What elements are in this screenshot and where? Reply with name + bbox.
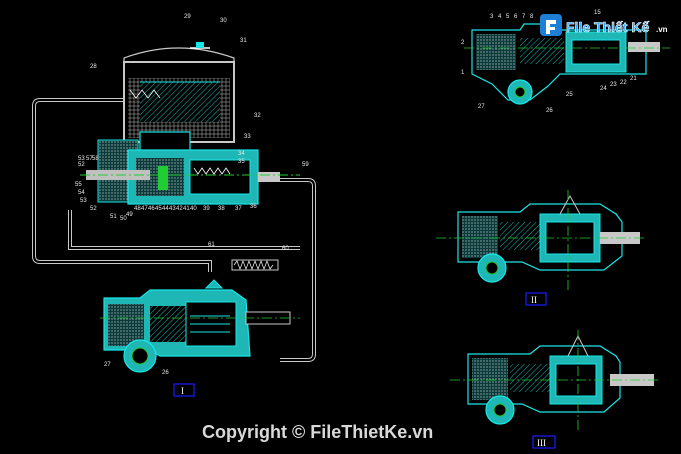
callouts-section-I: 29 30 31 28 32 33 34 35 36 37 38 39 53 5… bbox=[75, 14, 309, 376]
callout: 50 bbox=[120, 216, 127, 222]
callout: 23 bbox=[610, 82, 617, 88]
callout: 22 bbox=[620, 80, 627, 86]
callout: 2 bbox=[461, 40, 465, 46]
callout: 53 bbox=[80, 198, 87, 204]
callout: 52 bbox=[78, 162, 85, 168]
callout: 45 bbox=[155, 206, 162, 212]
callout: 26 bbox=[162, 370, 169, 376]
callout: 48 bbox=[134, 206, 141, 212]
callout: 8 bbox=[530, 14, 534, 20]
section-label-I: I bbox=[173, 383, 195, 397]
callout: 49 bbox=[126, 212, 133, 218]
callout: 54 bbox=[78, 190, 85, 196]
svg-text:I: I bbox=[181, 386, 184, 396]
callout: 1 bbox=[461, 70, 465, 76]
section-label-II: II bbox=[525, 292, 547, 306]
callout: 55 bbox=[75, 182, 82, 188]
callout: 44 bbox=[162, 206, 169, 212]
callout: 40 bbox=[190, 206, 197, 212]
callout: 47 bbox=[141, 206, 148, 212]
brand-logo: File Thiết Kế .vn bbox=[540, 14, 668, 36]
oil-reservoir bbox=[123, 42, 235, 143]
callout: 34 bbox=[238, 151, 245, 157]
steering-gearbox-section-II: II bbox=[436, 190, 646, 306]
callout: 61 bbox=[208, 242, 215, 248]
callout: 39 bbox=[203, 206, 210, 212]
callout: 27 bbox=[478, 104, 485, 110]
svg-text:II: II bbox=[531, 295, 537, 305]
callout: 5 bbox=[506, 14, 510, 20]
callout: 15 bbox=[594, 10, 601, 16]
brand-title: File Thiết Kế bbox=[566, 19, 649, 35]
callout: 58 bbox=[92, 156, 99, 162]
hydraulic-circuit-section-I: 29 30 31 28 32 33 34 35 36 37 38 39 53 5… bbox=[32, 14, 316, 397]
callout: 24 bbox=[600, 86, 607, 92]
callout: 30 bbox=[220, 18, 227, 24]
callout: 57 bbox=[86, 156, 93, 162]
callout: 4 bbox=[498, 14, 502, 20]
callout: 42 bbox=[176, 206, 183, 212]
callout: 28 bbox=[90, 64, 97, 70]
callout: 7 bbox=[522, 14, 526, 20]
callout: 33 bbox=[244, 134, 251, 140]
callout: 60 bbox=[282, 246, 289, 252]
callout: 26 bbox=[546, 108, 553, 114]
callouts-top-gearbox: 2 1 27 26 25 24 23 22 21 3 4 5 6 7 8 15 bbox=[461, 10, 637, 114]
pressure-hose bbox=[280, 178, 316, 362]
callout: 53 bbox=[78, 156, 85, 162]
feed-hose bbox=[68, 210, 300, 250]
callout: 59 bbox=[302, 162, 309, 168]
callout: 21 bbox=[630, 76, 637, 82]
section-label-III: III bbox=[532, 435, 556, 449]
steering-gearbox-top: 2 1 27 26 25 24 23 22 21 3 4 5 6 7 8 15 bbox=[461, 10, 670, 114]
brand-suffix: .vn bbox=[656, 25, 668, 34]
callout: 6 bbox=[514, 14, 518, 20]
copyright-watermark: Copyright © FileThietKe.vn bbox=[202, 422, 433, 442]
callout: 29 bbox=[184, 14, 191, 20]
callout: 31 bbox=[240, 38, 247, 44]
steering-gearbox-I bbox=[100, 279, 300, 373]
callout: 25 bbox=[566, 92, 573, 98]
callout: 51 bbox=[110, 214, 117, 220]
callout: 27 bbox=[104, 362, 111, 368]
callout: 3 bbox=[490, 14, 494, 20]
steering-gearbox-section-III: III bbox=[450, 330, 660, 449]
pump-assembly bbox=[80, 131, 300, 205]
callout: 41 bbox=[183, 206, 190, 212]
callout: 37 bbox=[235, 206, 242, 212]
svg-text:III: III bbox=[537, 438, 546, 448]
callout: 38 bbox=[218, 206, 225, 212]
callout: 43 bbox=[169, 206, 176, 212]
callout: 52 bbox=[90, 206, 97, 212]
callout: 32 bbox=[254, 113, 261, 119]
hose-coil bbox=[231, 259, 279, 271]
callout: 36 bbox=[250, 204, 257, 210]
callout: 35 bbox=[238, 159, 245, 165]
callout: 46 bbox=[148, 206, 155, 212]
